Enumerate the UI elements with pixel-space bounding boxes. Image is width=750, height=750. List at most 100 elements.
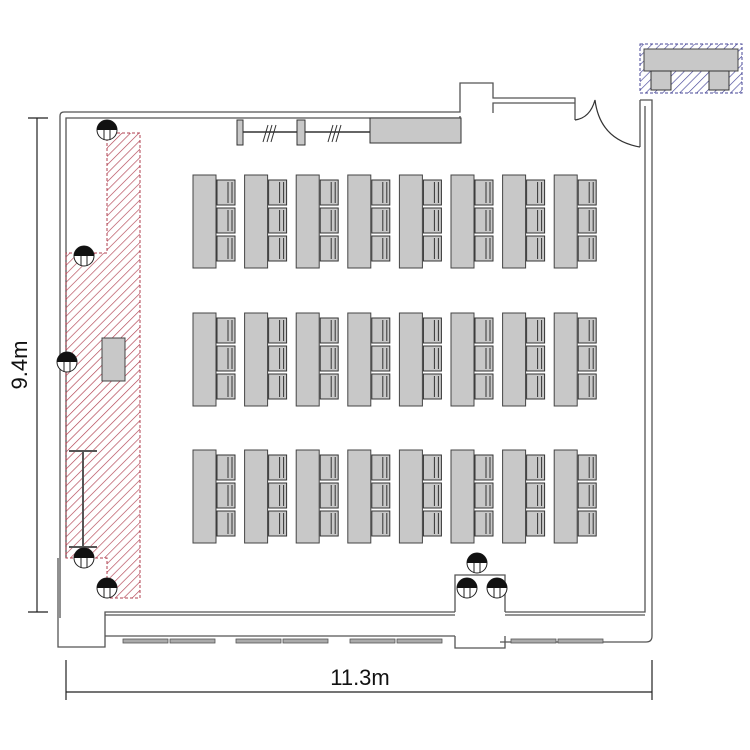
desk (398, 312, 423, 407)
chair (474, 510, 494, 537)
chair (474, 345, 494, 372)
desk (502, 449, 527, 544)
chair-back (433, 457, 439, 478)
chair (319, 317, 339, 344)
desk-group (553, 312, 597, 407)
chair (216, 317, 236, 344)
depth-dimension (28, 117, 48, 613)
desk (398, 449, 423, 544)
desk (502, 312, 527, 407)
chair-back (485, 457, 491, 478)
chair-back (330, 182, 336, 203)
floor-outlet-icon (56, 351, 78, 373)
chair (526, 510, 546, 537)
desk (553, 174, 578, 269)
desk-group (502, 174, 546, 269)
desk-group (295, 312, 339, 407)
width-dimension (65, 660, 653, 700)
chair (371, 317, 391, 344)
chair-back (433, 348, 439, 369)
chair (577, 482, 597, 509)
chair-back (227, 513, 233, 534)
chair-back (279, 182, 285, 203)
chair (474, 373, 494, 400)
chair-back (537, 513, 543, 534)
chair (577, 235, 597, 262)
chair-back (279, 485, 285, 506)
chair-back (588, 182, 594, 203)
windows (122, 638, 604, 644)
chair-back (279, 513, 285, 534)
chair-back (279, 320, 285, 341)
chair (474, 317, 494, 344)
floor-outlet-icon (73, 245, 95, 267)
desk (295, 174, 320, 269)
chair-back (485, 210, 491, 231)
desk-group (244, 449, 288, 544)
chair (422, 345, 442, 372)
chair-back (588, 513, 594, 534)
chair-back (382, 348, 388, 369)
chair (474, 454, 494, 481)
chair-back (382, 513, 388, 534)
chair (319, 510, 339, 537)
desk-group (450, 449, 494, 544)
desk (347, 174, 372, 269)
chair-back (227, 182, 233, 203)
chair-back (537, 320, 543, 341)
chair (474, 179, 494, 206)
chair (216, 179, 236, 206)
desk (295, 449, 320, 544)
floor-outlet-icon (456, 577, 478, 599)
chair-back (330, 485, 336, 506)
chair-back (330, 320, 336, 341)
lectern (101, 337, 126, 382)
chair-back (433, 376, 439, 397)
chair (268, 207, 288, 234)
chair (371, 454, 391, 481)
entrance-door[interactable] (574, 99, 641, 148)
chair-back (433, 238, 439, 259)
chair-back (588, 238, 594, 259)
desk-group (244, 312, 288, 407)
chair (371, 235, 391, 262)
chair (319, 235, 339, 262)
desk (450, 312, 475, 407)
chair (319, 482, 339, 509)
chair (526, 317, 546, 344)
chair-back (485, 376, 491, 397)
chair (268, 373, 288, 400)
floor-outlets (56, 119, 508, 599)
chair-back (433, 182, 439, 203)
desk (244, 312, 269, 407)
desk-layout (192, 174, 597, 544)
desk-group (192, 449, 236, 544)
floor-outlet-icon (466, 552, 488, 574)
chair (526, 179, 546, 206)
chair (422, 510, 442, 537)
chair-back (330, 457, 336, 478)
chair-back (485, 513, 491, 534)
chair-back (588, 485, 594, 506)
chair (216, 235, 236, 262)
chair-back (433, 513, 439, 534)
reserved-table (639, 43, 743, 94)
desk-group (347, 312, 391, 407)
chair-back (537, 210, 543, 231)
chair-back (588, 376, 594, 397)
chair-back (485, 320, 491, 341)
desk (192, 449, 217, 544)
chair (422, 317, 442, 344)
chair-back (382, 182, 388, 203)
chair-back (330, 376, 336, 397)
desk (553, 449, 578, 544)
desk (450, 449, 475, 544)
chair-back (537, 182, 543, 203)
desk-group (502, 312, 546, 407)
chair (474, 207, 494, 234)
chair-back (227, 210, 233, 231)
chair (371, 373, 391, 400)
desk (502, 174, 527, 269)
chair-back (279, 238, 285, 259)
desk (450, 174, 475, 269)
